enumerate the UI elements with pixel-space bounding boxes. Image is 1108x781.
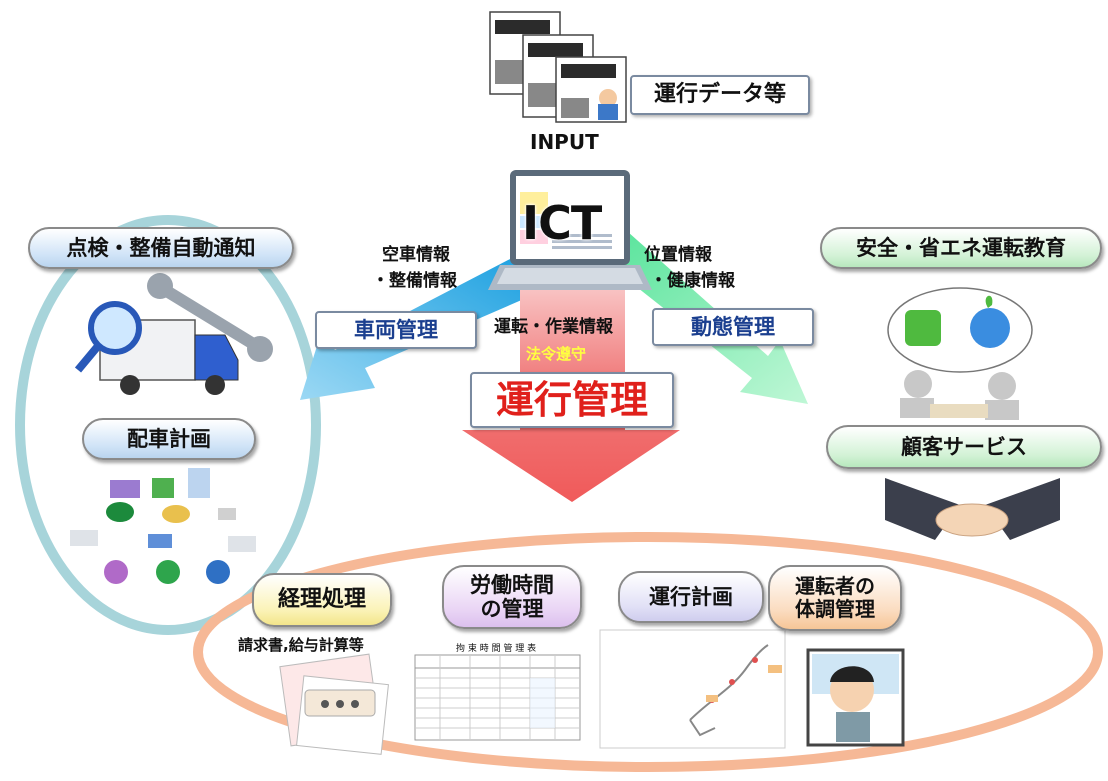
handshake-icon (885, 478, 1060, 540)
operation-data-label: 運行データ等 (630, 75, 810, 115)
right-info-line2: ・健康情報 (650, 271, 735, 291)
safety-education-pill: 安全・省エネ運転教育 (820, 227, 1102, 269)
ict-label: ICT (522, 196, 602, 250)
compliance-label: 法令遵守 (526, 345, 587, 363)
tired-driver-icon (806, 648, 905, 747)
input-label: INPUT (530, 130, 599, 154)
inspection-notification-pill: 点検・整備自動通知 (28, 227, 294, 269)
labor-time-line1: 労働時間 (470, 572, 554, 597)
laptop-icon (488, 170, 652, 290)
time-sheet-title: 拘 束 時 間 管 理 表 (456, 644, 537, 654)
left-group-ellipse (15, 215, 321, 635)
driver-health-line1: 運転者の (795, 574, 875, 598)
operation-status-label: 動態管理 (652, 308, 814, 346)
bottom-group-ellipse (193, 532, 1103, 772)
left-info-line2: ・整備情報 (372, 271, 457, 291)
accounting-subtext: 請求書,給与計算等 (238, 636, 364, 654)
operation-management-title: 運行管理 (470, 372, 674, 428)
eco-driving-icon (887, 287, 1033, 420)
operation-plan-pill: 運行計画 (618, 571, 764, 623)
driver-health-pill: 運転者の 体調管理 (768, 565, 902, 631)
right-info-line1: 位置情報 (644, 245, 712, 265)
customer-service-pill: 顧客サービス (826, 425, 1102, 469)
center-info-label: 運転・作業情報 (494, 317, 613, 337)
time-sheet-table (414, 654, 581, 741)
vehicle-management-label: 車両管理 (315, 311, 477, 349)
labor-time-pill: 労働時間 の管理 (442, 565, 582, 629)
invoice-documents-icon (279, 653, 389, 755)
dispatch-cycle-icon (70, 468, 256, 584)
dispatch-plan-pill: 配車計画 (82, 418, 256, 460)
labor-time-line2: の管理 (480, 597, 544, 621)
wrench-icon (147, 273, 273, 362)
driver-health-line2: 体調管理 (795, 597, 875, 621)
truck-inspection-icon (74, 301, 239, 395)
left-info-line1: 空車情報 (382, 245, 450, 265)
accounting-pill: 経理処理 (252, 573, 392, 627)
route-map-icon (599, 629, 786, 749)
telematics-device-icon (489, 11, 627, 123)
